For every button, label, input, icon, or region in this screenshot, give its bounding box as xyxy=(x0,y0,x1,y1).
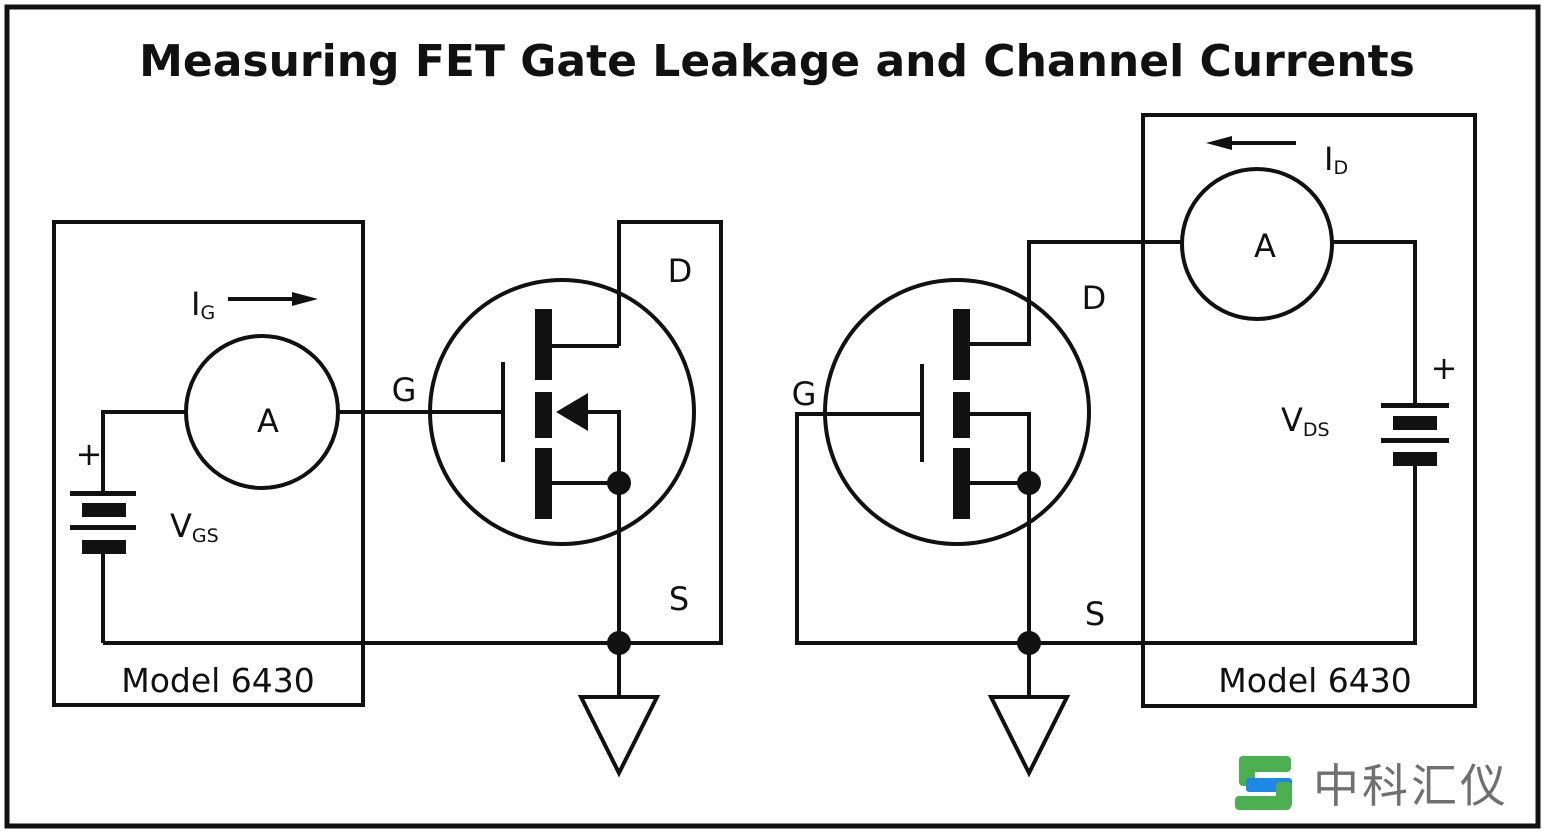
green-s-logo-icon xyxy=(1235,756,1292,810)
right-wire-drain-ammeter xyxy=(1027,240,1182,346)
left-circuit xyxy=(52,220,723,778)
left-gate-pin-label: G xyxy=(392,371,417,409)
right-circuit xyxy=(795,113,1477,778)
left-drain-pin-label: D xyxy=(668,252,693,290)
right-battery-plate-top xyxy=(1381,403,1449,408)
right-current-label: ID xyxy=(1324,140,1348,179)
right-battery-plate-3 xyxy=(1393,452,1437,466)
watermark-text: 中科汇仪 xyxy=(1313,759,1509,813)
left-plus-sign: + xyxy=(76,435,103,473)
left-source-junction xyxy=(607,471,631,495)
left-source-label: VGS xyxy=(170,507,219,547)
left-body-lead xyxy=(587,410,621,483)
left-wire-battery-ammeter xyxy=(101,410,186,493)
right-gate-pin-label: G xyxy=(792,375,817,413)
right-instrument-box xyxy=(1141,113,1477,708)
diagram-title: Measuring FET Gate Leakage and Channel C… xyxy=(139,36,1415,87)
left-current-arrow-icon xyxy=(292,292,318,306)
left-battery-plate-2 xyxy=(70,525,136,530)
left-dut-box xyxy=(617,220,723,645)
right-battery-plate-2 xyxy=(1381,438,1449,443)
right-ground-icon xyxy=(987,695,1071,778)
right-current-arrow-icon xyxy=(1206,136,1232,150)
right-ammeter-label: A xyxy=(1254,227,1276,265)
left-fet-body xyxy=(428,278,696,546)
right-source-label: VDS xyxy=(1281,401,1330,441)
left-ammeter-label: A xyxy=(257,402,279,440)
left-ground-junction xyxy=(607,631,631,655)
outer-frame xyxy=(4,4,1541,829)
right-ground-junction xyxy=(1017,631,1041,655)
right-wire-ammeter-battery xyxy=(1332,240,1417,405)
left-body-arrow-icon xyxy=(556,393,588,431)
right-current-arrow-shaft xyxy=(1228,141,1296,145)
left-battery-plate-3 xyxy=(82,540,126,554)
right-drain-pin-label: D xyxy=(1082,279,1107,317)
right-battery-plate-1 xyxy=(1393,416,1437,430)
left-instrument-label: Model 6430 xyxy=(121,661,315,700)
right-fet-channel xyxy=(953,136,1449,655)
left-source-pin-label: S xyxy=(669,580,689,618)
left-current-arrow-shaft xyxy=(228,297,296,301)
right-plus-sign: + xyxy=(1431,349,1458,387)
left-battery-plate-1 xyxy=(82,503,126,517)
left-battery-plate-top xyxy=(70,491,136,496)
left-current-label: IG xyxy=(191,285,215,324)
right-fet-body xyxy=(823,278,1091,546)
right-wire-battery-return xyxy=(795,412,1417,645)
left-fet-channel xyxy=(70,292,631,655)
left-ground-icon xyxy=(577,695,661,778)
right-source-junction xyxy=(1017,471,1041,495)
right-source-pin-label: S xyxy=(1085,595,1105,633)
left-instrument-box xyxy=(52,220,365,707)
right-instrument-label: Model 6430 xyxy=(1218,661,1412,700)
right-body-lead xyxy=(970,412,1031,483)
